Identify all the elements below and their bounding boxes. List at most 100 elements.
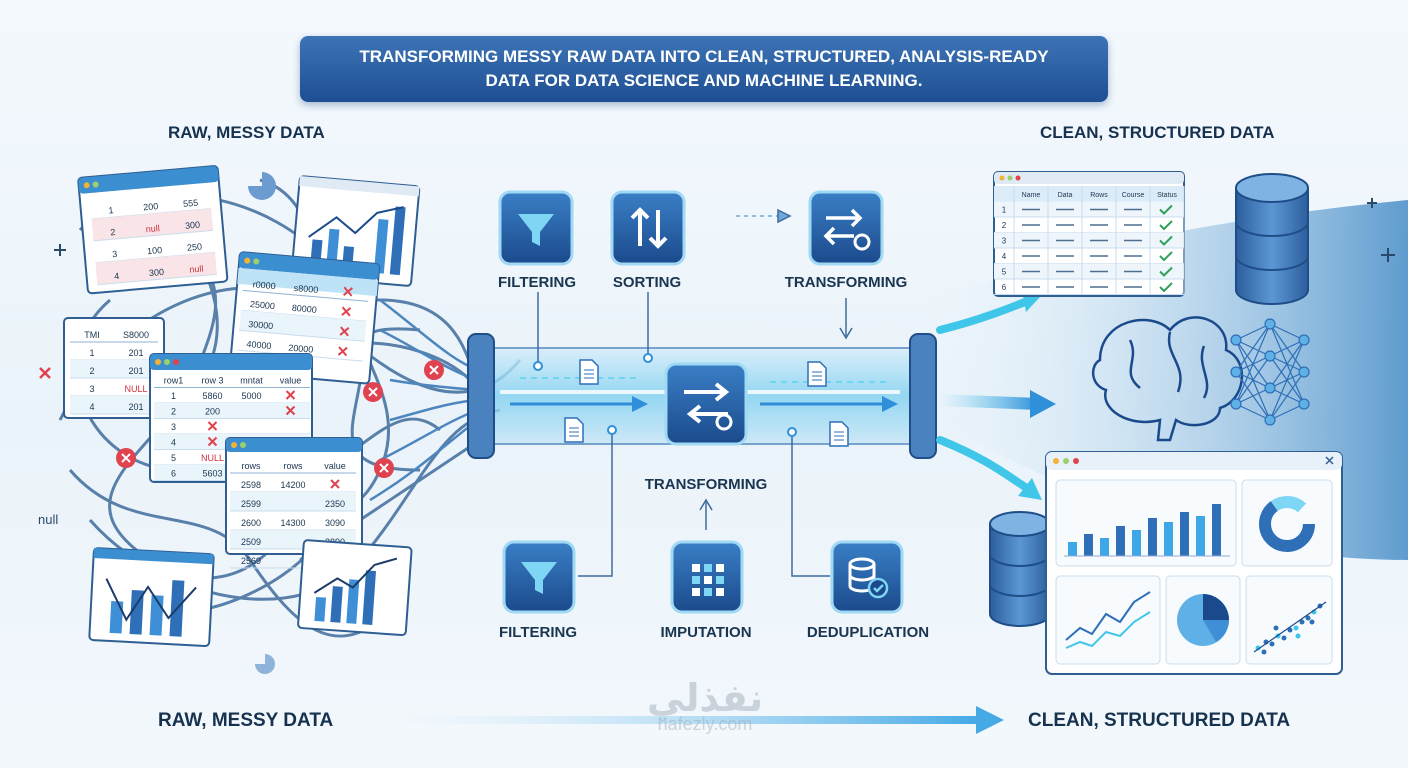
error-badge <box>374 458 394 478</box>
table-cell: 2600 <box>241 518 261 528</box>
dashboard-bar <box>1084 534 1093 556</box>
raw-data-label-top: RAW, MESSY DATA <box>168 123 325 142</box>
table-cell: 3 <box>171 422 176 432</box>
row-number: 1 <box>1002 206 1007 215</box>
table-cell: 3 <box>89 384 94 394</box>
error-badge <box>424 360 444 380</box>
scatter-point <box>1287 627 1293 633</box>
network-edge <box>1235 323 1271 373</box>
network-edge <box>1235 387 1271 405</box>
document-icon <box>564 417 584 443</box>
table-cell: 4 <box>171 438 176 448</box>
row-number: 2 <box>1002 221 1007 230</box>
check-icon <box>1159 220 1173 231</box>
table-cell: 30000 <box>248 319 274 331</box>
table-cell: 201 <box>128 348 143 358</box>
table-cell: 5860 <box>202 391 222 401</box>
scatter-point <box>1293 625 1299 631</box>
table-cell: null <box>189 263 204 274</box>
table-cell: 300 <box>149 267 165 278</box>
error-x-mark <box>330 479 340 489</box>
error-x-mark <box>342 286 353 297</box>
raw-data-label-bottom: RAW, MESSY DATA <box>158 710 334 731</box>
scatter-point <box>1269 641 1275 647</box>
database-check-icon <box>830 540 904 614</box>
messy-chart-bottom-right <box>297 539 413 637</box>
step-label-filtering-bottom: FILTERING <box>498 624 578 641</box>
close-icon <box>1325 456 1334 465</box>
error-x-mark <box>285 405 296 416</box>
row-number: 5 <box>1002 268 1007 277</box>
dashboard-bar <box>1116 526 1125 556</box>
table-cell: 2 <box>110 227 116 237</box>
table-header-cell: Status <box>1157 192 1177 199</box>
network-node <box>1264 414 1276 426</box>
table-row <box>230 492 356 511</box>
step-label-imputation: IMPUTATION <box>660 624 752 641</box>
transform-gear-icon <box>808 190 884 266</box>
table-row: 1 <box>994 201 1184 218</box>
scatter-point <box>1255 645 1261 651</box>
table-cell: 14300 <box>280 518 305 528</box>
table-cell: 3 <box>112 249 118 259</box>
check-icon <box>1159 251 1173 262</box>
table-cell: 3090 <box>325 518 345 528</box>
table-cell: 1 <box>89 348 94 358</box>
table-cell: 201 <box>128 402 143 412</box>
error-x-mark <box>39 367 51 379</box>
table-cell: 4 <box>89 402 94 412</box>
table-cell: 100 <box>147 245 163 256</box>
table-cell: 2350 <box>325 499 345 509</box>
error-badge <box>363 382 383 402</box>
table-cell: 2598 <box>241 480 261 490</box>
clean-data-label-bottom: CLEAN, STRUCTURED DATA <box>1028 710 1291 731</box>
table-header-cell: rows <box>241 461 261 471</box>
row-number: 4 <box>1002 252 1007 261</box>
sparkle-icon <box>1367 198 1377 208</box>
table-cell: 5603 <box>202 469 222 479</box>
table-cell: 1 <box>171 391 176 401</box>
check-icon <box>1159 282 1173 293</box>
dashboard-bar <box>1164 522 1173 556</box>
step-label-transforming-center: TRANSFORMING <box>644 476 768 493</box>
scatter-point <box>1295 633 1301 639</box>
table-cell: 2599 <box>241 499 261 509</box>
messy-chart-bottom-left <box>88 547 215 647</box>
table-header-cell: row1 <box>164 376 184 386</box>
error-badge <box>116 448 136 468</box>
scatter-point <box>1305 615 1311 621</box>
table-header-cell: s8000 <box>293 283 318 295</box>
check-icon <box>1159 235 1173 246</box>
network-node <box>1230 366 1242 378</box>
document-icon <box>579 359 599 385</box>
null-text: null <box>38 512 59 527</box>
table-header-cell: r0000 <box>252 279 276 291</box>
table-header-cell: mntat <box>240 376 263 386</box>
network-edge <box>1235 323 1271 341</box>
network-edge <box>1235 323 1271 405</box>
network-edge <box>1235 355 1271 405</box>
table-cell: 14200 <box>280 480 305 490</box>
network-edge <box>1235 403 1271 421</box>
dashboard-bar <box>1068 542 1077 556</box>
table-cell: 200 <box>143 201 159 212</box>
dashboard-bar <box>1100 538 1109 556</box>
table-cell: 80000 <box>291 303 317 315</box>
error-x-mark <box>207 421 218 431</box>
table-cell: 2 <box>171 407 176 417</box>
error-x-mark <box>341 306 352 317</box>
sparkle-icon <box>1381 248 1395 262</box>
network-node <box>1230 398 1242 410</box>
network-node <box>1264 318 1276 330</box>
row-number: 6 <box>1002 283 1007 292</box>
dashboard-bar <box>1212 504 1221 556</box>
table-cell: 200 <box>205 407 220 417</box>
table-header <box>994 186 1184 202</box>
bottom-flow-arrow <box>396 706 1004 734</box>
table-cell: 2509 <box>241 537 261 547</box>
error-badges <box>39 360 444 478</box>
table-cell: 250 <box>187 241 203 252</box>
check-icon <box>1159 266 1173 277</box>
